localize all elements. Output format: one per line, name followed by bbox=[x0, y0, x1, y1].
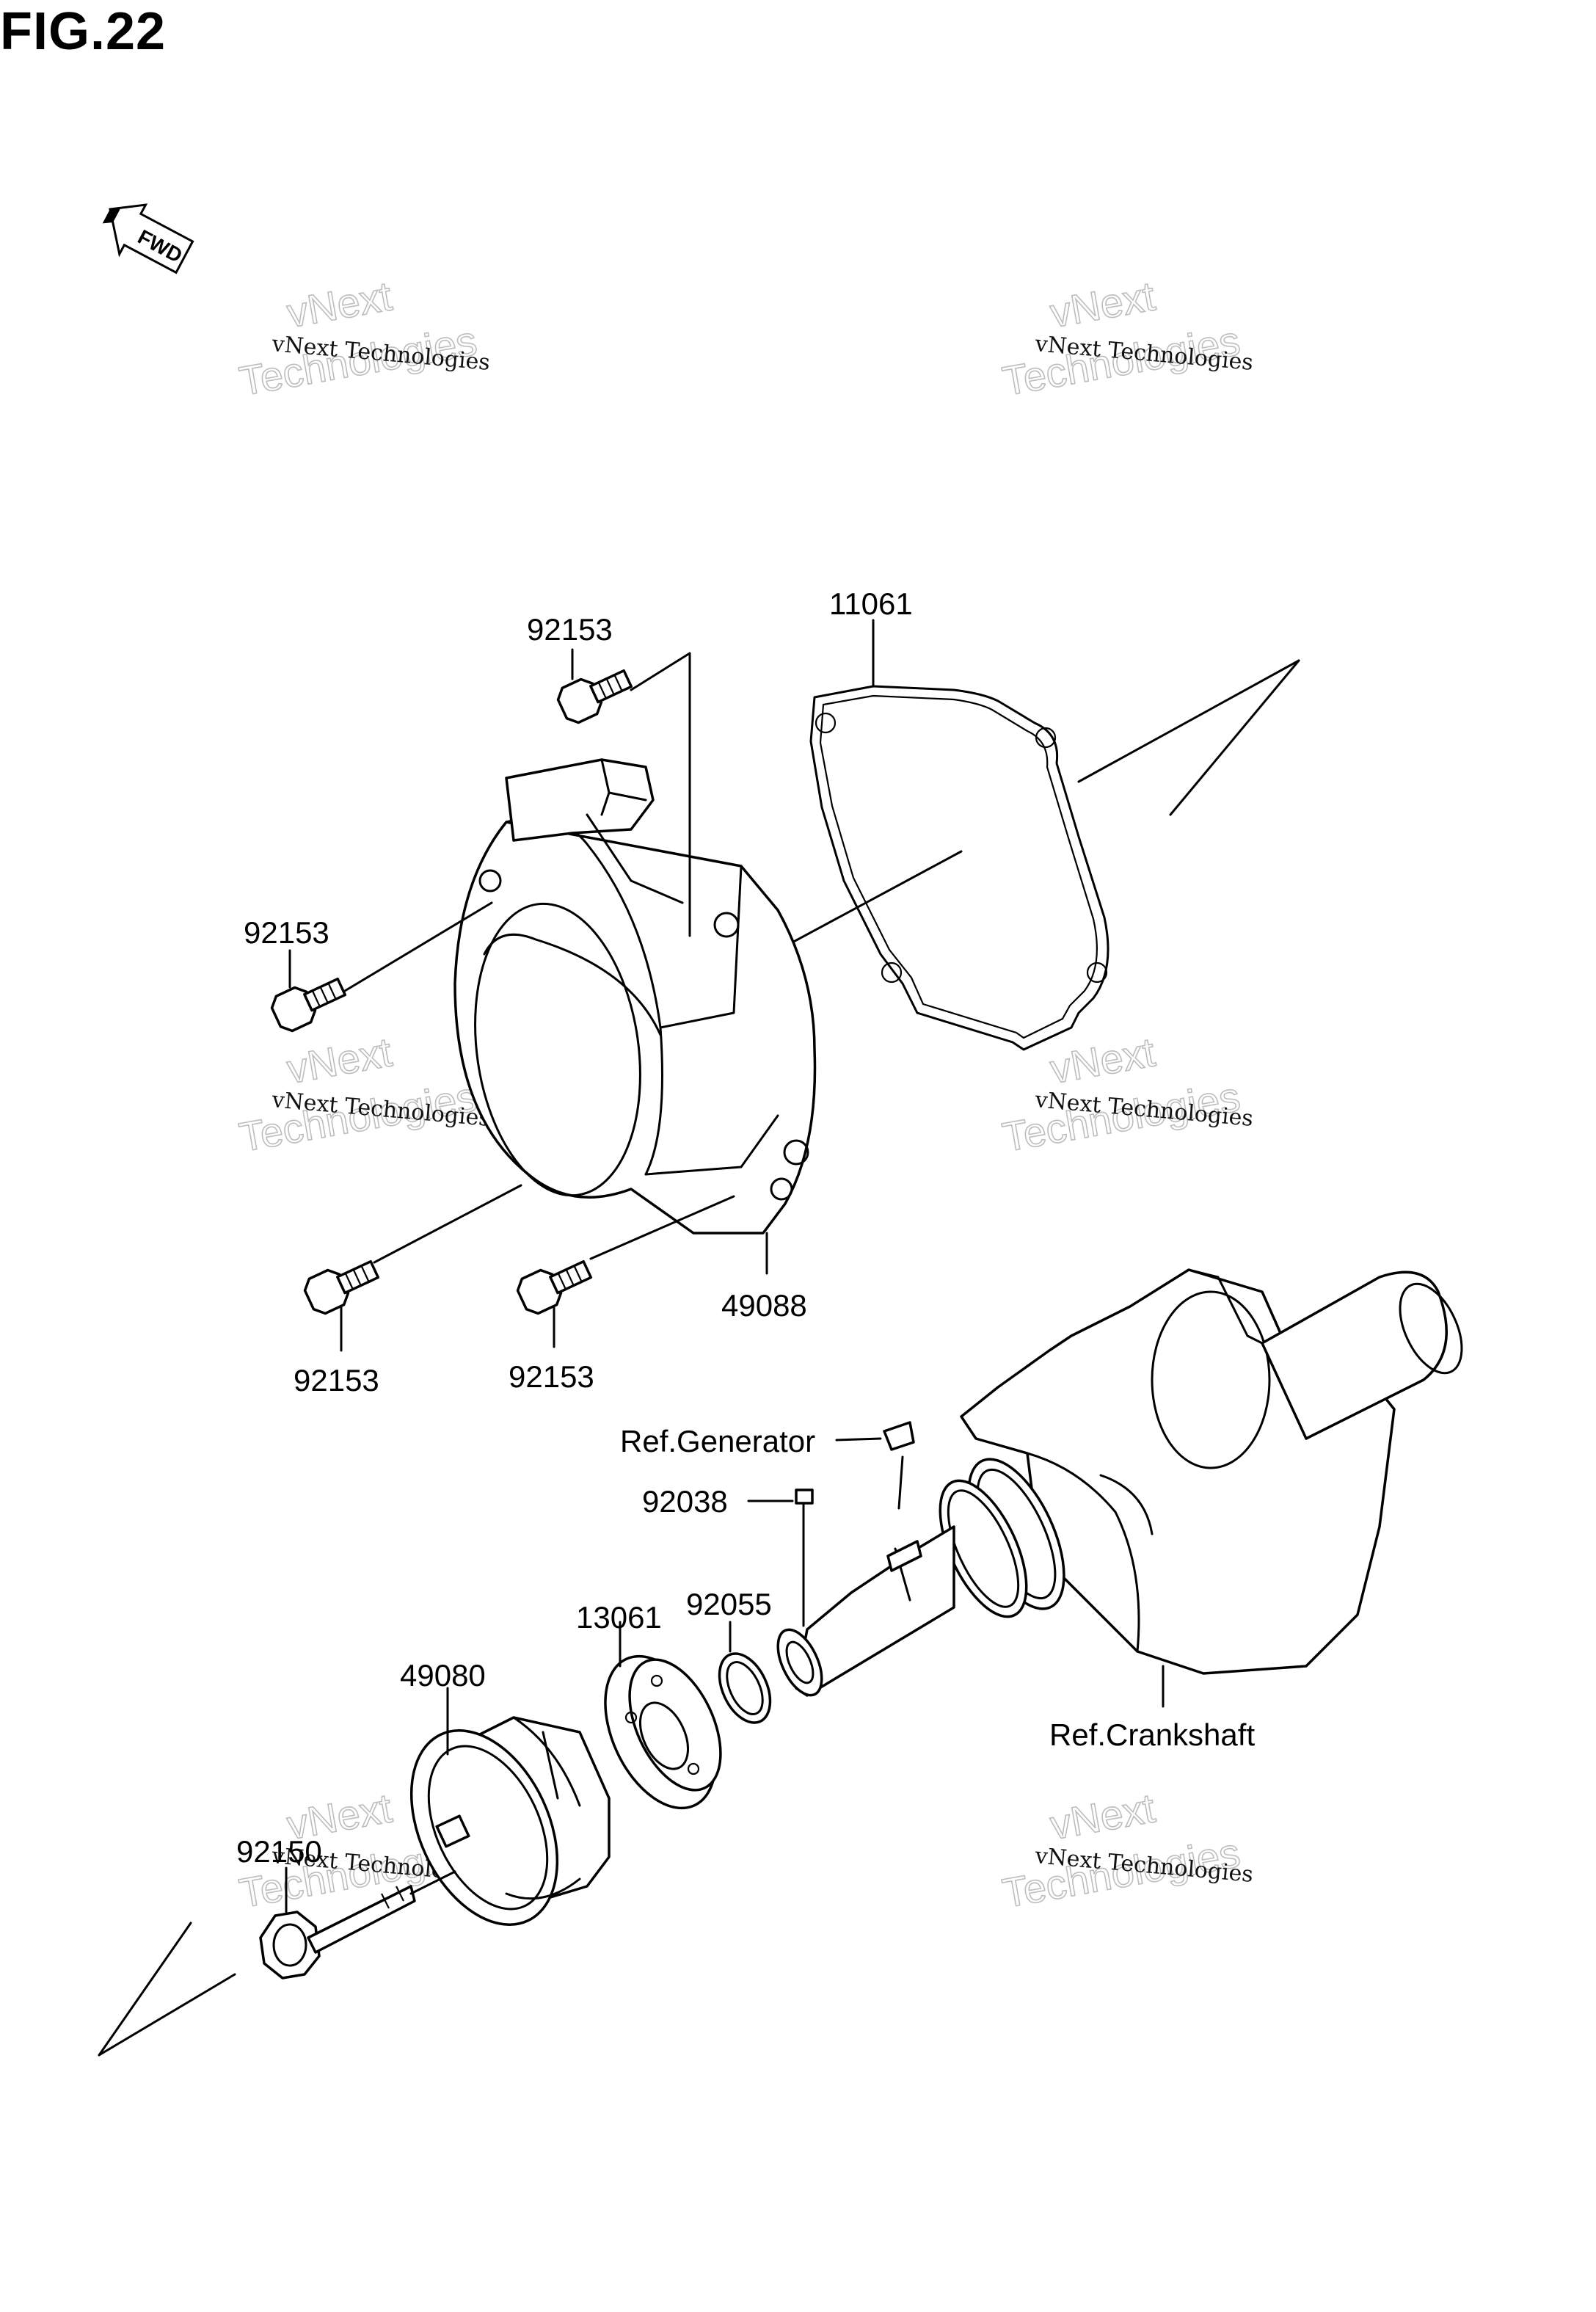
hub-13061 bbox=[604, 1654, 722, 1810]
bolt-92153-bm bbox=[516, 1259, 593, 1315]
leader-keyway bbox=[897, 1455, 904, 1510]
label-49088: 49088 bbox=[721, 1288, 807, 1323]
axis-line-lower bbox=[409, 1870, 456, 1895]
gasket-hole-1 bbox=[815, 712, 837, 734]
bolt-92153-top bbox=[556, 669, 633, 724]
watermark-6: vNext Technologies bbox=[999, 1784, 1244, 1916]
label-92153-bm: 92153 bbox=[509, 1359, 594, 1394]
crankshaft bbox=[776, 1268, 1463, 1697]
watermark-4: vNext Technologies bbox=[999, 1028, 1244, 1160]
label-92055: 92055 bbox=[686, 1587, 772, 1621]
label-92038: 92038 bbox=[642, 1484, 728, 1519]
svg-text:vNext: vNext bbox=[1046, 272, 1158, 336]
label-92153-top: 92153 bbox=[527, 612, 613, 647]
svg-text:vNext: vNext bbox=[283, 272, 395, 336]
label-92153-left: 92153 bbox=[244, 915, 329, 950]
axis-cone-lower-1 bbox=[98, 1973, 236, 2057]
leader-92153-top bbox=[630, 652, 691, 937]
recoil-starter-49088 bbox=[453, 758, 817, 1235]
nut-92150 bbox=[259, 1885, 416, 1980]
gasket-hole-3 bbox=[1086, 961, 1108, 984]
leader-92153-bl bbox=[373, 1184, 522, 1264]
drive-cup-49080 bbox=[409, 1716, 611, 1926]
watermark-3: vNext Technologies bbox=[236, 1028, 481, 1160]
o-ring-92055 bbox=[718, 1652, 772, 1724]
gasket-11061 bbox=[809, 685, 1109, 1051]
axis-cone-lower-2 bbox=[98, 1922, 192, 2057]
watermark-1: vNext Technologies bbox=[236, 272, 481, 404]
label-ref-crankshaft: Ref.Crankshaft bbox=[1049, 1717, 1255, 1752]
generator-key bbox=[883, 1421, 915, 1451]
leader-92153-bm bbox=[589, 1195, 735, 1260]
keyway bbox=[886, 1540, 922, 1572]
gasket-inner-outline bbox=[819, 694, 1098, 1039]
svg-text:vNext: vNext bbox=[1046, 1784, 1158, 1848]
label-92150: 92150 bbox=[236, 1834, 322, 1869]
bolt-92153-bl bbox=[303, 1259, 380, 1315]
watermark-2: vNext Technologies bbox=[999, 272, 1244, 404]
crank-gear bbox=[939, 1458, 1065, 1618]
gasket-hole-2 bbox=[1035, 727, 1057, 749]
label-13061: 13061 bbox=[576, 1600, 662, 1635]
gasket-hole-4 bbox=[881, 961, 903, 984]
label-49080: 49080 bbox=[400, 1658, 486, 1693]
svg-text:vNext: vNext bbox=[283, 1028, 395, 1092]
leader-generator bbox=[835, 1437, 882, 1442]
fwd-arrow-icon: FWD bbox=[102, 203, 194, 275]
svg-text:vNext: vNext bbox=[1046, 1028, 1158, 1092]
label-11061: 11061 bbox=[829, 586, 913, 621]
figure-title: FIG.22 bbox=[0, 2, 167, 61]
starter-handle bbox=[505, 758, 655, 842]
bolt-92153-left bbox=[270, 977, 347, 1033]
axis-cone-upper bbox=[1169, 659, 1300, 816]
axis-line-gasket bbox=[769, 850, 963, 956]
key-92038 bbox=[795, 1488, 814, 1505]
axis-line-upper bbox=[1077, 659, 1300, 783]
label-92153-bl: 92153 bbox=[294, 1363, 379, 1397]
leader-92153-left bbox=[343, 901, 493, 992]
label-ref-generator: Ref.Generator bbox=[620, 1424, 815, 1458]
